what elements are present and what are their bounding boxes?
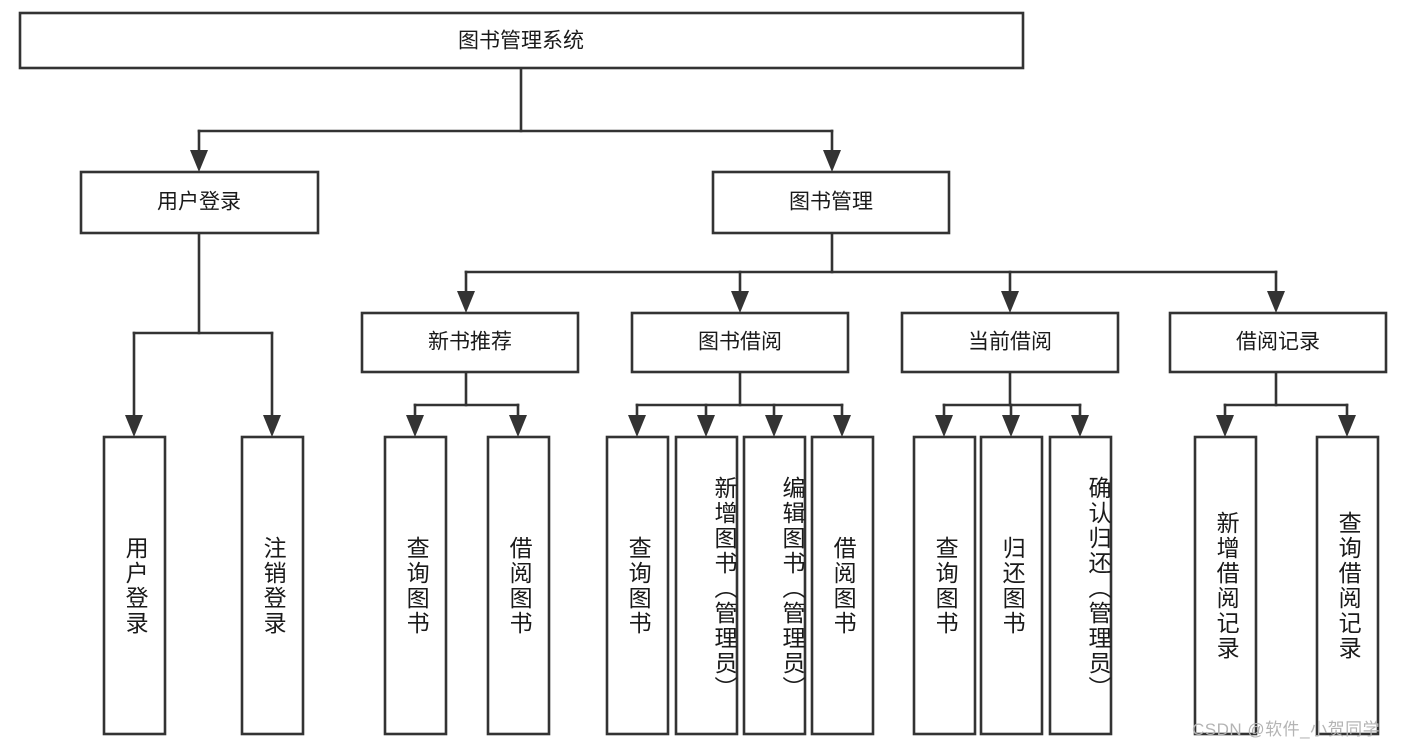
connector-layer (125, 66, 1356, 437)
node-box-book-manage[interactable] (711, 170, 951, 235)
node-layer: 图书管理系统 用户登录 图书管理 新书推荐 图书借阅 当前借阅 借阅记录 (18, 11, 1388, 736)
node-label-user-login: 用户登录 (157, 191, 241, 214)
node-box-leaf-bb-add[interactable] (674, 435, 739, 736)
arrow-head-br-query (1338, 415, 1356, 437)
arrow-head-new-books (457, 291, 475, 313)
node-box-leaf-br-query[interactable] (1315, 435, 1380, 736)
arrow-head-current-borrow (1001, 291, 1019, 313)
arrow-head-cb-return (1002, 415, 1020, 437)
node-box-book-borrow[interactable] (630, 311, 850, 374)
node-box-leaf-cb-confirm[interactable] (1048, 435, 1113, 736)
arrow-head-bb-add (697, 415, 715, 437)
node-label-new-books: 新书推荐 (428, 331, 512, 354)
arrow-head-cb-query (935, 415, 953, 437)
node-label-current-borrow: 当前借阅 (968, 331, 1052, 354)
node-box-leaf-logout[interactable] (240, 435, 305, 736)
arrow-head-bb-query (628, 415, 646, 437)
node-box-leaf-cb-query[interactable] (912, 435, 977, 736)
node-box-borrow-records[interactable] (1168, 311, 1388, 374)
node-box-user-login[interactable] (79, 170, 320, 235)
arrow-head-bb-borrow (833, 415, 851, 437)
node-box-current-borrow[interactable] (900, 311, 1120, 374)
arrow-head-user-login (190, 150, 208, 172)
node-label-book-borrow: 图书借阅 (698, 331, 782, 354)
node-box-leaf-user-login[interactable] (102, 435, 167, 736)
arrow-head-book-manage (823, 150, 841, 172)
node-box-leaf-bb-edit[interactable] (742, 435, 807, 736)
node-label-book-manage: 图书管理 (789, 191, 873, 214)
node-box-new-books[interactable] (360, 311, 580, 374)
csdn-watermark: CSDN @软件_小贺同学 (1192, 720, 1381, 739)
arrow-head-book-borrow (731, 291, 749, 313)
arrow-head-bb-edit (765, 415, 783, 437)
arrow-head-borrow-records (1267, 291, 1285, 313)
arrow-head-nb-borrow (509, 415, 527, 437)
node-box-leaf-cb-return[interactable] (979, 435, 1044, 736)
node-box-root[interactable] (18, 11, 1025, 70)
node-box-leaf-bb-borrow[interactable] (810, 435, 875, 736)
arrow-head-nb-query (406, 415, 424, 437)
arrow-head-leaf-user-login (125, 415, 143, 437)
node-label-root: 图书管理系统 (458, 30, 584, 53)
node-box-leaf-bb-query[interactable] (605, 435, 670, 736)
node-box-leaf-nb-query[interactable] (383, 435, 448, 736)
arrow-head-leaf-logout (263, 415, 281, 437)
arrow-head-cb-confirm (1071, 415, 1089, 437)
node-box-leaf-nb-borrow[interactable] (486, 435, 551, 736)
node-box-leaf-br-add[interactable] (1193, 435, 1258, 736)
node-label-borrow-records: 借阅记录 (1236, 331, 1320, 354)
arrow-head-br-add (1216, 415, 1234, 437)
